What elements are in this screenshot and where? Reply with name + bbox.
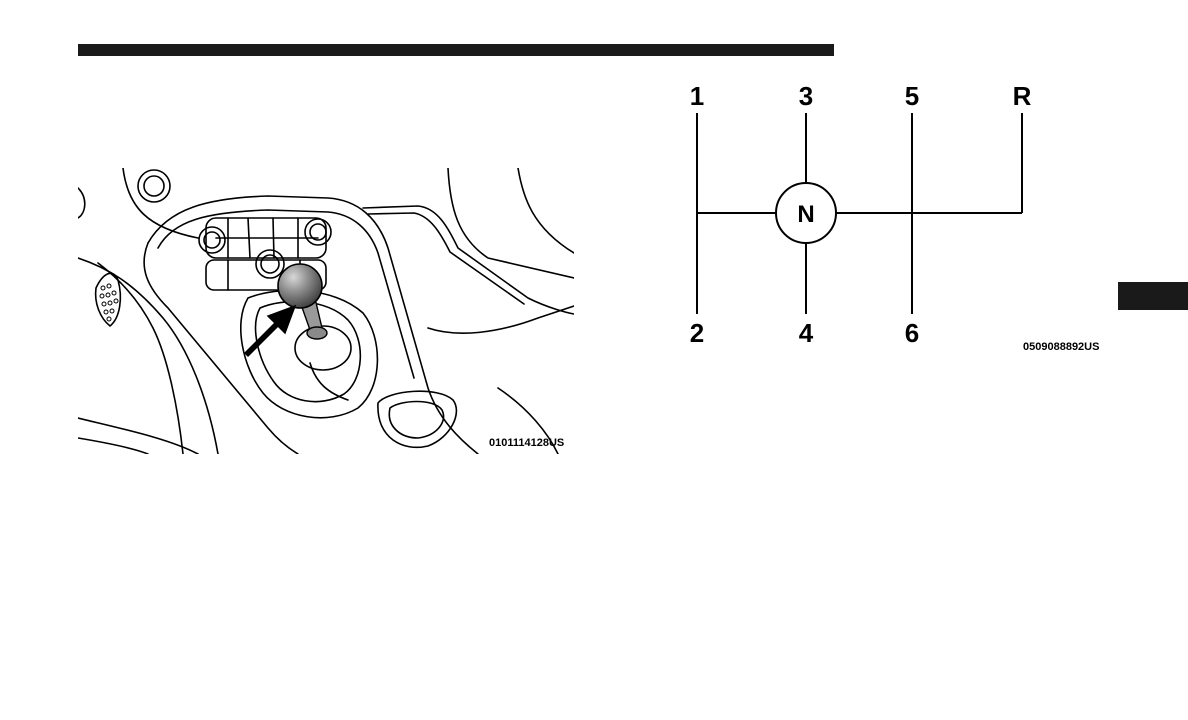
arrow-indicator xyxy=(245,306,295,356)
gear-label-2: 2 xyxy=(690,318,704,348)
gear-label-6: 6 xyxy=(905,318,919,348)
header-rule xyxy=(78,44,834,56)
section-tab-marker xyxy=(1118,282,1188,310)
gear-label-5: 5 xyxy=(905,81,919,111)
gear-label-1: 1 xyxy=(690,81,704,111)
gear-label-3: 3 xyxy=(799,81,813,111)
shift-pattern-diagram: N 1 3 5 R 2 4 6 xyxy=(670,70,1070,360)
neutral-label: N xyxy=(797,201,814,228)
gear-label-4: 4 xyxy=(799,318,814,348)
gear-label-r: R xyxy=(1013,81,1032,111)
shift-knob-illustration xyxy=(78,168,574,454)
console-illustration xyxy=(78,168,574,454)
figure-code-console: 0101114128US xyxy=(489,437,564,449)
figure-code-shift-pattern: 0509088892US xyxy=(1023,341,1099,353)
